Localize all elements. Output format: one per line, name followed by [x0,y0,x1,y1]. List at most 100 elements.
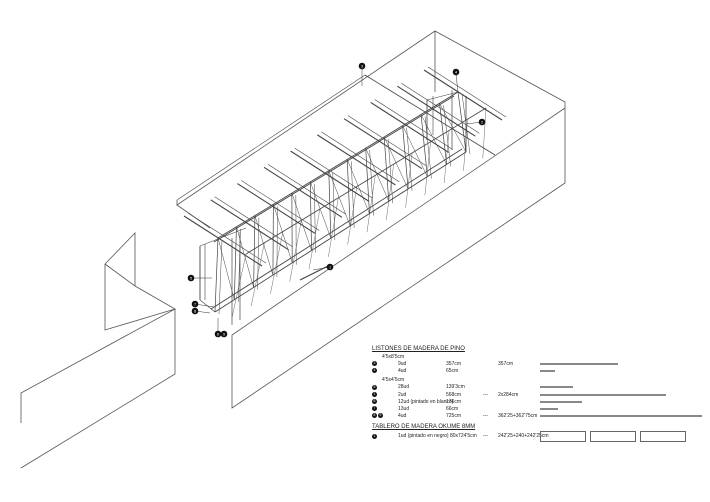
board-detail: 242'25+240+242'25cm [498,433,549,440]
end-rail [426,91,459,101]
length-bar [540,363,618,365]
inner-upright [424,141,431,196]
piece-qty: 2ud [398,391,407,398]
callout-number: 2 [481,120,483,124]
cut-detail: 2x284cm [498,391,519,398]
legend-badge: 6 [372,399,377,405]
upright [214,237,219,313]
inner-upright [347,186,357,245]
piece-qty: 9ud [398,361,407,367]
cross-beam [294,147,373,199]
upright [365,148,370,214]
upright [332,172,336,241]
piece-qty: 4ud [398,368,407,375]
callout-5: 5 [187,274,195,282]
callout-3: 3 [358,62,366,70]
board-size: 80x724'5cm [450,433,477,440]
upright [218,239,223,315]
board-row: 1 1ud (pintado en negro) 80x724'5cm --- … [372,431,702,443]
legend-badge: 5 [372,384,377,390]
cross-beam [397,85,476,137]
board-qty: 1ud (pintado en negro) [398,433,449,440]
end-beam [364,74,496,156]
diagonal-brace [273,204,293,263]
section-title-okume: TABLERO DE MADERA OKUME 8MM [372,424,476,431]
callout-number: 8 [194,309,196,313]
callout-number: 4 [455,70,457,74]
cross-beam [343,118,423,170]
wall-beam [176,74,366,201]
cut-arrow: --- [483,391,488,398]
board-panel-1 [540,431,586,443]
legend-badge: 1 [372,433,377,439]
piece-qty: 12ud (pintado en blanco) [398,398,454,405]
length-bar [540,370,555,373]
cross-beam [347,115,427,166]
piece-length: 66cm [446,405,459,412]
diagonal-brace [383,136,409,190]
diagonal-brace [365,148,389,202]
length-bar [540,400,582,403]
diagonal-brace [291,192,312,251]
piece-length: 65cm [446,368,459,375]
callout-number: 5 [190,276,192,280]
callout-4: 4 [452,68,460,76]
cross-beam [263,166,343,218]
upright [420,114,428,177]
upright [443,105,451,167]
upright [387,138,394,204]
inner-upright [366,175,376,233]
piece-length: 725cm [446,413,462,420]
cross-beam [370,101,449,153]
diagonal-brace [236,226,254,288]
upright [314,183,316,253]
callout-7: 7 [191,300,199,308]
callout-number: 6 [217,332,219,336]
cross-beam [214,196,293,248]
cross-beam [237,183,316,235]
inner-upright [328,197,339,257]
upright [309,181,312,251]
diagonal-brace [439,103,467,153]
callout-number: 9 [223,332,225,336]
upright [328,170,332,239]
legend-badge: 8 [372,413,377,419]
cross-beam [427,66,507,118]
inner-upright [482,107,487,159]
upright [346,159,351,226]
legend-badge: 7 [372,406,377,412]
lower-chord [210,148,463,310]
cross-beam [241,180,320,231]
left-pier [104,232,177,331]
section-title-pino: LISTONES DE MADERA DE PINO [372,346,465,352]
legend-badge: 4 [372,368,377,374]
upright [253,215,256,288]
upright [439,103,448,165]
cross-beam [210,199,289,251]
diagonal-brace [217,237,235,300]
diagonal-brace [328,170,351,226]
callout-9: 9 [220,330,228,338]
piece-qty: 13ud [398,405,410,412]
cut-detail: 357cm [498,361,514,367]
cross-beam [317,134,396,186]
upper-chord [213,95,455,243]
diagonal-brace [346,159,370,214]
upright [424,116,432,179]
inner-upright [308,209,321,270]
upright [233,226,237,300]
inner-upright [270,231,284,294]
callout-number: 3 [361,64,363,68]
piece-qty: 28ud [398,384,410,391]
piece-length: 139'3cm [446,384,465,391]
callout-2: 2 [478,118,486,126]
callout-number: 7 [194,302,196,306]
callout-1: 1 [326,263,334,271]
piece-qty: 4ud [398,413,407,420]
legend-row: 5 28ud 139'3cm [372,384,702,391]
